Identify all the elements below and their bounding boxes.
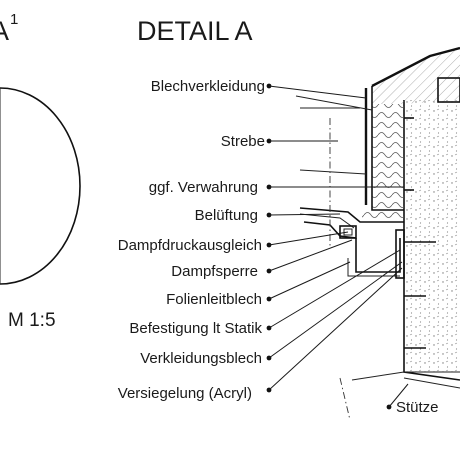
window-head-flashing [299, 207, 404, 223]
label-stuetze: Stütze [386, 383, 439, 416]
label-versiegelung: Versiegelung (Acryl) [118, 267, 403, 402]
label-verkleidungsblech: Verkleidungsblech [140, 261, 403, 367]
previous-detail-letter: A [0, 16, 9, 46]
label-belueftung: Belüftung [195, 207, 341, 224]
fixing-bracket [395, 229, 405, 279]
roof-gutter-box [437, 77, 460, 103]
axis-line-lower [339, 377, 351, 421]
previous-detail-superscript: 1 [10, 11, 18, 28]
label-text: Folienleitblech [166, 291, 262, 308]
slab-underside [403, 377, 460, 389]
label-folienleitblech: Folienleitblech [166, 261, 351, 308]
roof-slab [372, 48, 460, 104]
concrete-wall [404, 100, 460, 372]
label-dampfsperre: Dampfsperre [171, 239, 353, 280]
label-text: Blechverkleidung [151, 78, 265, 95]
strut-line-a [295, 95, 373, 111]
label-text: Dampfsperre [171, 263, 258, 280]
label-blechverkleidung: Blechverkleidung [151, 78, 367, 99]
seal-block [343, 228, 353, 236]
leader-line [268, 213, 341, 216]
detail-callout-circle [0, 87, 81, 285]
leader-line [268, 261, 351, 300]
label-verwahrung: ggf. Verwahrung [149, 179, 404, 196]
label-strebe: Strebe [221, 133, 338, 150]
leader-line [268, 267, 403, 391]
detail-title: DETAIL A [137, 16, 253, 46]
label-text: Belüftung [195, 207, 258, 224]
label-text: Stütze [396, 399, 439, 416]
leader-line [268, 239, 353, 272]
insulation-panel [372, 104, 404, 210]
leader-line [268, 231, 349, 246]
label-dampfdruckausgleich: Dampfdruckausgleich [118, 231, 349, 254]
label-text: Dampfdruckausgleich [118, 237, 262, 254]
leader-line [268, 261, 403, 359]
scale-label: M 1:5 [8, 310, 56, 331]
roof-sheet-metal [371, 46, 460, 88]
head-insulation [362, 210, 404, 222]
floor-line [351, 371, 405, 381]
sub-frame [355, 238, 401, 273]
label-text: Befestigung lt Statik [129, 320, 262, 337]
strut-line-b [299, 169, 367, 175]
label-text: Strebe [221, 133, 265, 150]
label-befestigung: Befestigung lt Statik [129, 249, 401, 337]
leader-line [268, 249, 401, 329]
label-text: ggf. Verwahrung [149, 179, 258, 196]
window-frame-line [299, 213, 355, 229]
window-profile [303, 221, 357, 239]
label-text: Verkleidungsblech [140, 350, 262, 367]
label-text: Versiegelung (Acryl) [118, 385, 252, 402]
leader-line [388, 383, 409, 408]
leader-line [268, 85, 367, 99]
profile-box [339, 225, 357, 239]
